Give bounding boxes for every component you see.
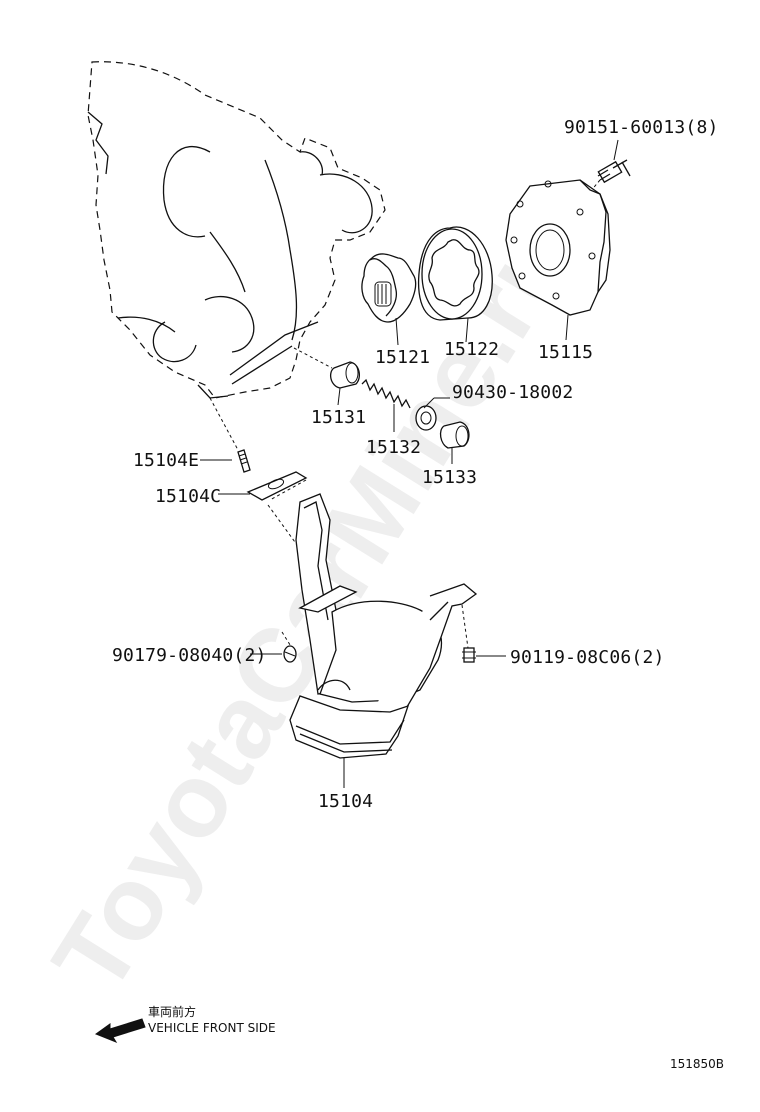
bolt-90119-icon [462,647,476,663]
diagram-id: 151850B [670,1057,724,1071]
oil-pump-cover-15115-icon [505,179,611,316]
spring-15132-icon [361,378,411,409]
label-15121: 15121 [375,347,430,368]
oil-strainer-15104-icon [289,493,478,759]
label-15122: 15122 [444,339,499,360]
label-15131: 15131 [311,407,366,428]
label-15104c: 15104C [155,486,221,507]
drive-rotor-15121-icon [361,253,417,323]
stud-15104e-icon [237,449,251,473]
gasket-15104c-icon [246,471,308,501]
label-15104: 15104 [318,791,373,812]
label-90151-60013: 90151-60013(8) [564,117,719,138]
bolt-90179-icon [283,645,297,663]
plug-15133-icon [439,421,470,449]
leader-lines [200,139,619,788]
vehicle-front-arrow-icon [94,1018,146,1044]
vehicle-front-indicator: 車両前方 VEHICLE FRONT SIDE [94,1004,276,1044]
label-15133: 15133 [422,467,477,488]
vehicle-front-japanese: 車両前方 [148,1004,196,1019]
label-15104e: 15104E [133,450,199,471]
label-90430-18002: 90430-18002 [452,382,573,403]
bolt-90151-icon [597,159,631,184]
engine-block-outline [87,61,386,399]
gasket-90430-icon [415,405,437,431]
relief-valve-15131-icon [329,361,361,389]
label-15115: 15115 [538,342,593,363]
label-90179-08040: 90179-08040(2) [112,645,267,666]
vehicle-front-english: VEHICLE FRONT SIDE [148,1021,276,1035]
label-90119-08c06: 90119-08C06(2) [510,647,665,668]
driven-rotor-15122-icon [417,226,493,321]
label-15132: 15132 [366,437,421,458]
